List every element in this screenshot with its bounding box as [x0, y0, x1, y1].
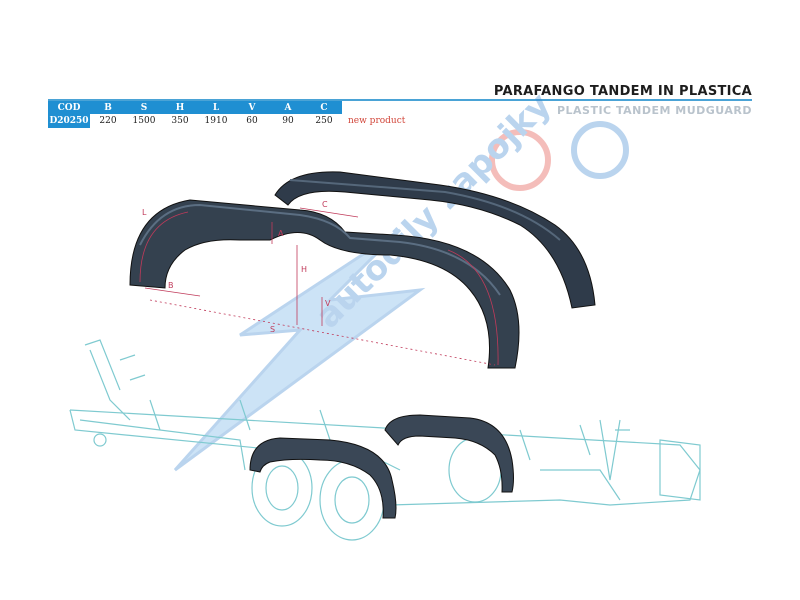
- dim-label-c: C: [322, 200, 328, 209]
- value-b: 220: [99, 116, 117, 126]
- dim-label-l: L: [142, 208, 147, 217]
- value-h: 350: [171, 116, 189, 126]
- col-cod: COD: [48, 101, 90, 114]
- dimension-annotations: [139, 207, 499, 366]
- spec-table: COD B S H L V A C D20250 220 1500 350 19…: [48, 101, 405, 128]
- dim-label-h: H: [301, 265, 307, 274]
- value-s: 1500: [132, 116, 156, 126]
- trailer-fender-right: [384, 414, 514, 493]
- col-b: B: [90, 101, 126, 114]
- dim-label-a: A: [278, 229, 284, 238]
- col-c: C: [306, 101, 342, 114]
- page-title: PARAFANGO TANDEM IN PLASTICA: [493, 84, 752, 99]
- col-a: A: [270, 101, 306, 114]
- value-c: 250: [315, 116, 333, 126]
- value-a: 90: [282, 116, 294, 126]
- col-v: V: [234, 101, 270, 114]
- value-l: 1910: [204, 116, 228, 126]
- fender-front: [129, 199, 520, 369]
- fender-back: [274, 171, 596, 309]
- trailer-drawing: [69, 339, 701, 541]
- watermark: autodily zapojky: [173, 85, 629, 472]
- title-underline: [48, 99, 752, 101]
- dim-label-v: V: [325, 299, 331, 308]
- trailer-fender-left: [249, 437, 397, 519]
- col-l: L: [198, 101, 234, 114]
- value-v: 60: [246, 116, 258, 126]
- col-h: H: [162, 101, 198, 114]
- col-s: S: [126, 101, 162, 114]
- dim-label-s: S: [270, 325, 275, 334]
- spec-header-row: COD B S H L V A C: [48, 101, 405, 114]
- dim-label-b: B: [168, 281, 174, 290]
- new-product-note: new product: [348, 116, 406, 126]
- spec-data-row: D20250 220 1500 350 1910 60 90 250 new p…: [48, 114, 405, 128]
- product-code: D20250: [48, 114, 90, 128]
- page-subtitle: PLASTIC TANDEM MUDGUARD: [556, 104, 752, 117]
